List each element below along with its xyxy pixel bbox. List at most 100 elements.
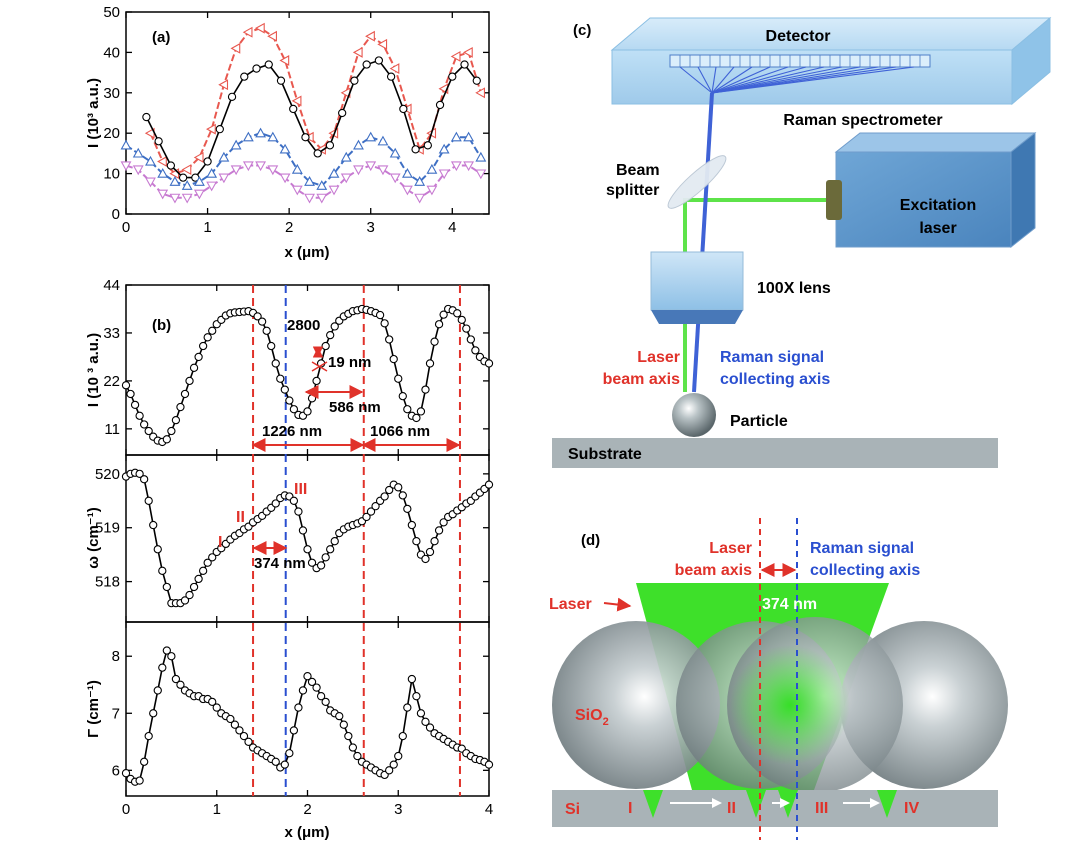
b3-ytick-label-2: 8 xyxy=(112,648,120,665)
marker-b2-s0-6 xyxy=(149,520,158,530)
panel-a-frame xyxy=(125,11,490,215)
marker-b2-s0-5 xyxy=(144,496,153,505)
marker-b2-s0-14 xyxy=(185,590,194,600)
arrowhead-I-II xyxy=(712,798,722,808)
beam-splitter-label-2: splitter xyxy=(606,182,659,199)
marker-a-s3-1 xyxy=(132,165,144,176)
marker-b2-s0-15 xyxy=(189,582,199,592)
marker-b3-s0-64 xyxy=(412,692,421,701)
marker-a-s0-19 xyxy=(377,38,388,50)
marker-b2-s0-60 xyxy=(394,483,403,492)
marker-b3-s0-48 xyxy=(339,720,348,729)
marker-a-s1-1 xyxy=(154,137,163,146)
marker-b3-s0-44 xyxy=(321,697,330,707)
marker-a-s0-1 xyxy=(157,156,167,167)
marker-a-s0-5 xyxy=(206,123,216,135)
marker-a-s3-5 xyxy=(181,193,193,204)
marker-a-s1-8 xyxy=(240,72,249,81)
d-laser-label: Laser xyxy=(549,596,592,613)
marker-a-s1-23 xyxy=(423,141,432,150)
d-laser-axis-label-1: Laser xyxy=(709,540,752,557)
marker-a-s2-16 xyxy=(316,180,328,190)
panel-a-label: (a) xyxy=(152,29,170,46)
b3-xtick-label-0: 0 xyxy=(122,801,130,818)
marker-b1-s0-4 xyxy=(139,420,149,429)
marker-a-s0-17 xyxy=(352,46,363,58)
marker-b2-s0-7 xyxy=(153,545,162,554)
marker-b1-s0-73 xyxy=(453,309,462,318)
marker-a-s3-11 xyxy=(255,161,267,172)
ccd-fan-4 xyxy=(711,66,753,94)
marker-b2-s0-3 xyxy=(135,469,144,479)
d-raman-axis-label-2: collecting axis xyxy=(810,562,920,579)
marker-b3-s0-40 xyxy=(303,672,312,681)
marker-b2-s0-9 xyxy=(162,582,171,592)
marker-b1-s0-68 xyxy=(430,337,439,346)
marker-a-s0-18 xyxy=(365,30,375,42)
panel-a-xlabel: x (μm) xyxy=(284,244,329,261)
marker-a-s3-13 xyxy=(279,173,291,184)
marker-b3-s0-27 xyxy=(244,737,253,746)
marker-b1-s0-44 xyxy=(321,341,330,351)
panel-b3-ylabel: Γ (cm⁻¹) xyxy=(85,680,102,738)
marker-a-s1-2 xyxy=(166,161,176,170)
marker-a-s1-26 xyxy=(460,60,469,69)
marker-a-s2-25 xyxy=(426,163,438,174)
b3-xtick-label-2: 2 xyxy=(303,801,311,818)
marker-a-s1-18 xyxy=(362,60,371,69)
marker-b3-s0-59 xyxy=(389,760,398,769)
marker-a-s1-25 xyxy=(448,72,457,81)
marker-a-s0-27 xyxy=(475,87,485,99)
marker-b3-s0-47 xyxy=(335,711,344,721)
marker-b2-s0-62 xyxy=(403,504,412,514)
laser-label-1: Excitation xyxy=(900,197,976,214)
panel-b3-frame xyxy=(125,621,490,797)
marker-b3-s0-3 xyxy=(135,776,144,785)
marker-a-s3-19 xyxy=(353,165,364,176)
marker-b3-s0-60 xyxy=(394,751,403,761)
marker-a-s1-7 xyxy=(227,92,237,101)
marker-a-s0-20 xyxy=(389,63,400,74)
marker-b1-s0-36 xyxy=(285,396,294,405)
marker-a-s2-21 xyxy=(377,135,389,146)
marker-b2-s0-64 xyxy=(412,537,421,546)
marker-a-s0-9 xyxy=(254,22,265,34)
marker-a-s1-12 xyxy=(289,104,298,114)
marker-a-s3-21 xyxy=(377,165,389,176)
marker-b1-s0-76 xyxy=(466,335,475,344)
marker-b2-s0-80 xyxy=(484,480,494,489)
marker-b2-s0-44 xyxy=(321,553,330,562)
marker-a-s1-20 xyxy=(386,72,396,81)
marker-b1-s0-75 xyxy=(462,324,471,333)
ccd-fan-6 xyxy=(711,66,789,94)
marker-a-s2-24 xyxy=(414,176,426,186)
marker-b2-s0-70 xyxy=(439,518,448,527)
marker-a-s2-2 xyxy=(145,155,156,166)
marker-b3-s0-33 xyxy=(271,757,280,766)
marker-b2-s0-40 xyxy=(303,545,312,554)
raman-beam xyxy=(692,92,714,393)
marker-b2-s0-66 xyxy=(421,554,430,564)
a-ytick-label-2: 20 xyxy=(103,125,120,142)
marker-a-s1-16 xyxy=(338,108,347,118)
substrate-label: Substrate xyxy=(568,446,642,463)
ann-19nm: 19 nm xyxy=(328,354,371,371)
b2-ytick-label-0: 518 xyxy=(95,574,120,591)
marker-a-s1-19 xyxy=(374,56,384,65)
marker-a-s3-0 xyxy=(120,161,132,172)
marker-a-s2-20 xyxy=(365,131,377,142)
marker-b2-s0-41 xyxy=(307,558,317,567)
pos-IV-label: IV xyxy=(904,800,919,817)
sio2-main: SiO xyxy=(575,707,603,724)
raman-axis-label-1: Raman signal xyxy=(720,349,824,366)
marker-b1-s0-13 xyxy=(180,389,190,399)
marker-b3-s0-36 xyxy=(285,749,294,758)
ccd-fan-1 xyxy=(697,66,713,94)
detector-top xyxy=(610,17,1052,51)
marker-a-s1-22 xyxy=(411,145,420,154)
ccd-fan-0 xyxy=(679,66,713,94)
series-a-s0 xyxy=(144,22,485,180)
marker-a-s2-0 xyxy=(120,139,132,150)
panel-b-label: (b) xyxy=(152,317,171,334)
